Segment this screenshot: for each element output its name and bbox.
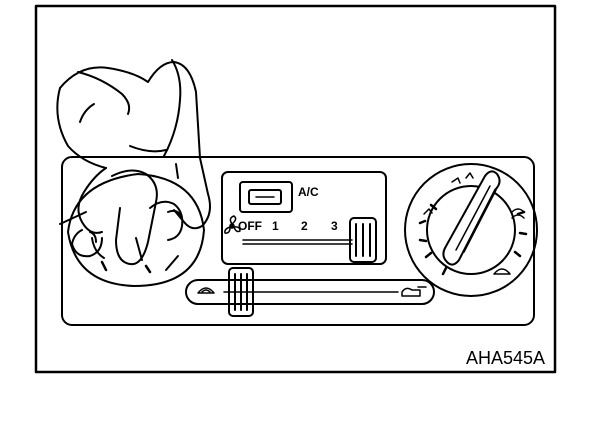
figure-reference-code: AHA545A bbox=[466, 348, 546, 368]
ac-button[interactable] bbox=[239, 181, 293, 213]
temperature-dial-ticks bbox=[100, 260, 152, 274]
fresh-air-icon bbox=[401, 286, 427, 297]
ac-button-label: A/C bbox=[298, 185, 319, 199]
figure-border bbox=[34, 4, 557, 374]
hand-illustration bbox=[56, 59, 211, 266]
fan-speed-label-3: 3 bbox=[331, 219, 338, 233]
control-panel bbox=[61, 156, 535, 326]
fan-speed-lever[interactable] bbox=[349, 217, 377, 263]
fan-speed-label-1: 1 bbox=[272, 219, 279, 233]
fan-speed-label-2: 2 bbox=[301, 219, 308, 233]
recirculate-air-icon bbox=[197, 287, 215, 294]
air-intake-lever[interactable] bbox=[228, 267, 254, 317]
defrost-icon bbox=[493, 208, 525, 275]
mode-dial-ticks bbox=[418, 203, 528, 276]
mode-dial[interactable] bbox=[404, 163, 538, 297]
temperature-dial[interactable] bbox=[67, 173, 205, 287]
fan-speed-label-off: OFF bbox=[238, 219, 262, 233]
vent-icon bbox=[423, 172, 474, 215]
air-intake-slider-track bbox=[185, 279, 435, 305]
fan-speed-window bbox=[221, 171, 387, 265]
fan-icon bbox=[224, 215, 241, 234]
